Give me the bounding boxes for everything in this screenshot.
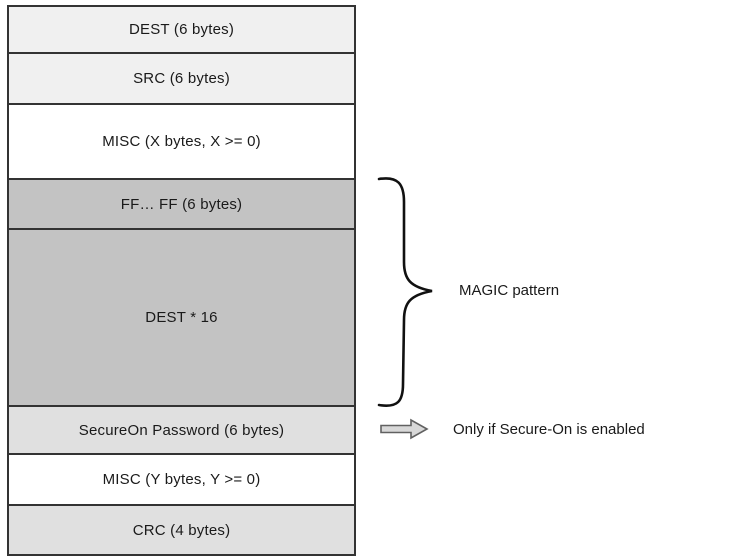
packet-field-row-src: SRC (6 bytes) <box>9 54 354 105</box>
packet-field-label: DEST (6 bytes) <box>128 21 235 38</box>
packet-field-label: DEST * 16 <box>145 309 218 326</box>
packet-field-row-dest: DEST (6 bytes) <box>9 7 354 54</box>
packet-structure-stack: DEST (6 bytes) SRC (6 bytes) MISC (X bytes… <box>7 5 356 556</box>
packet-field-row-misc-x: MISC (X bytes, X >= 0) <box>9 105 354 180</box>
magic-brace <box>377 177 433 407</box>
packet-field-row-ff: FF… FF (6 bytes) <box>9 180 354 230</box>
packet-field-row-crc: CRC (4 bytes) <box>9 506 354 554</box>
packet-field-label: CRC (4 bytes) <box>132 521 231 539</box>
packet-field-label: SRC (6 bytes) <box>133 70 230 87</box>
magic-pattern-label: MAGIC pattern <box>459 282 560 299</box>
packet-field-label: FF… FF (6 bytes) <box>120 195 243 213</box>
secureon-arrow-icon <box>380 418 429 440</box>
packet-field-row-secureon-password: SecureOn Password (6 bytes) <box>9 407 354 455</box>
packet-field-label: MISC (X bytes, X >= 0) <box>102 133 261 150</box>
packet-field-row-misc-y: MISC (Y bytes, Y >= 0) <box>9 455 354 506</box>
packet-field-row-dest-times-16: DEST * 16 <box>9 230 354 407</box>
magic-brace-path <box>377 177 433 407</box>
secureon-note-label: Only if Secure-On is enabled <box>453 421 645 438</box>
secureon-arrow-shape <box>380 418 429 440</box>
packet-field-label: SecureOn Password (6 bytes) <box>78 421 285 439</box>
packet-field-label: MISC (Y bytes, Y >= 0) <box>102 471 261 488</box>
